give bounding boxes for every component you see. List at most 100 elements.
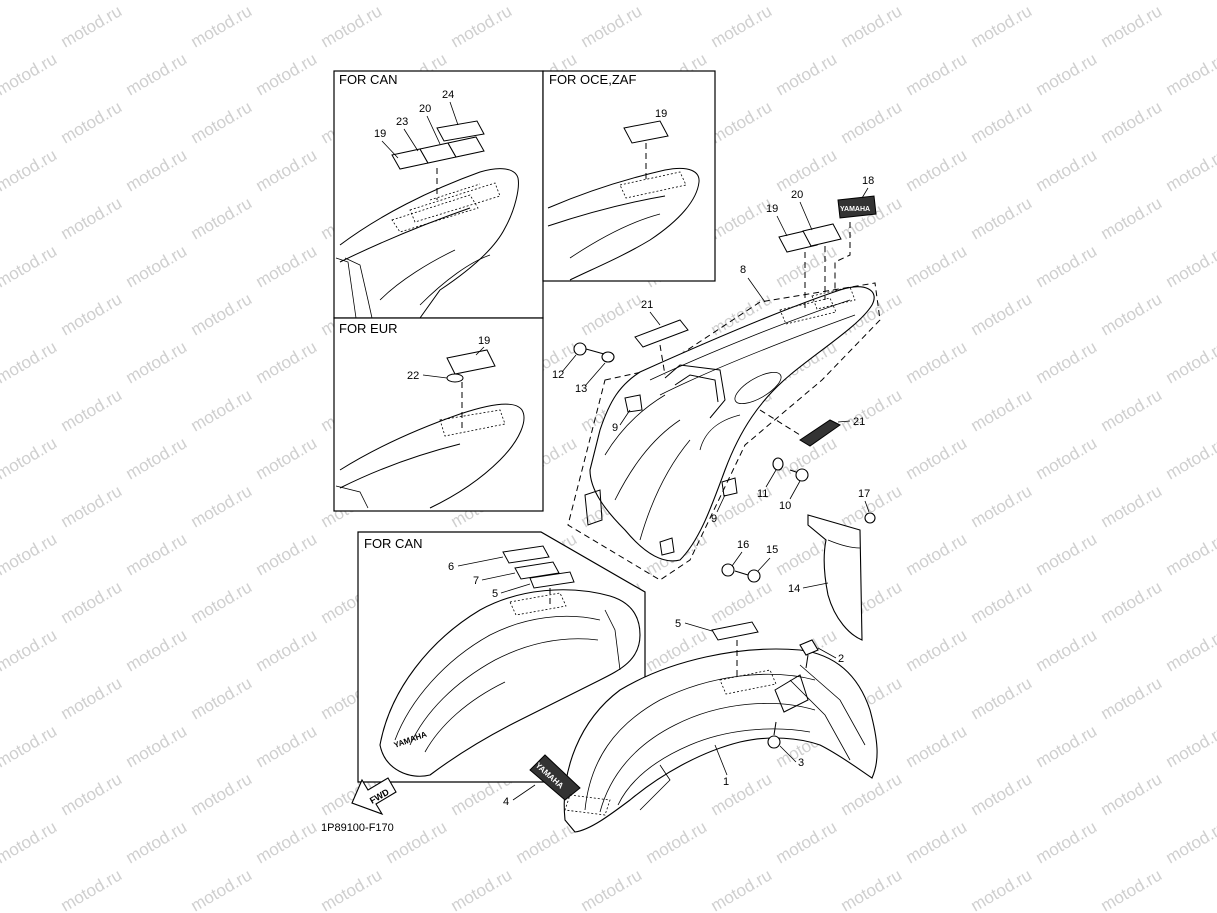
callout-7: 7: [473, 575, 479, 587]
watermark-text: motod.ru: [253, 145, 321, 195]
callout-9-b: 9: [711, 513, 717, 525]
watermark-text: motod.ru: [708, 97, 776, 147]
watermark-text: motod.ru: [253, 625, 321, 675]
watermark-text: motod.ru: [1033, 49, 1101, 99]
watermark-text: motod.ru: [58, 193, 126, 243]
watermark-text: motod.ru: [773, 241, 841, 291]
watermark-text: motod.ru: [0, 529, 60, 579]
watermark-text: motod.ru: [1163, 721, 1217, 771]
inset-for-oce-zaf: FOR OCE,ZAF 19: [542, 70, 716, 282]
fender-brand-mark: YAMAHA: [840, 206, 870, 213]
callout-1: 1: [723, 776, 729, 788]
watermark-text: motod.ru: [0, 721, 60, 771]
callout-19-d: 19: [766, 203, 778, 215]
inset-title-can-rear: FOR CAN: [339, 72, 398, 87]
watermark-text: motod.ru: [58, 385, 126, 435]
watermark-text: motod.ru: [838, 1, 906, 51]
watermark-text: motod.ru: [1163, 241, 1217, 291]
watermark-text: motod.ru: [903, 721, 971, 771]
watermark-text: motod.ru: [708, 865, 776, 913]
watermark-text: motod.ru: [188, 673, 256, 723]
callout-20-a: 20: [419, 103, 431, 115]
watermark-text: motod.ru: [1033, 0, 1101, 3]
watermark-text: motod.ru: [123, 241, 191, 291]
watermark-text: motod.ru: [708, 193, 776, 243]
watermark-text: motod.ru: [1163, 337, 1217, 387]
callout-21-b: 21: [853, 416, 865, 428]
watermark-text: motod.ru: [0, 145, 60, 195]
inset-title-can-front: FOR CAN: [364, 536, 423, 551]
watermark-text: motod.ru: [58, 97, 126, 147]
watermark-text: motod.ru: [1098, 769, 1166, 819]
watermark-text: motod.ru: [968, 769, 1036, 819]
watermark-text: motod.ru: [643, 0, 711, 3]
callout-19-b: 19: [655, 108, 667, 120]
watermark-text: motod.ru: [968, 289, 1036, 339]
watermark-text: motod.ru: [1098, 673, 1166, 723]
watermark-text: motod.ru: [253, 49, 321, 99]
watermark-text: motod.ru: [58, 865, 126, 913]
watermark-text: motod.ru: [188, 385, 256, 435]
watermark-text: motod.ru: [578, 289, 646, 339]
watermark-text: motod.ru: [1033, 337, 1101, 387]
watermark-text: motod.ru: [838, 481, 906, 531]
watermark-text: motod.ru: [188, 865, 256, 913]
watermark-text: motod.ru: [1033, 529, 1101, 579]
callout-18: 18: [862, 175, 874, 187]
callout-19-a: 19: [374, 128, 386, 140]
watermark-text: motod.ru: [188, 1, 256, 51]
watermark-text: motod.ru: [123, 625, 191, 675]
watermark-text: motod.ru: [123, 433, 191, 483]
inset-for-can-rear: FOR CAN 19 23 20 24: [333, 70, 544, 319]
watermark-text: motod.ru: [773, 145, 841, 195]
watermark-text: motod.ru: [903, 145, 971, 195]
inset-for-can-front: FOR CAN YAMAHA 6 7 5: [357, 531, 646, 783]
watermark-text: motod.ru: [58, 673, 126, 723]
watermark-text: motod.ru: [773, 0, 841, 3]
watermark-text: motod.ru: [0, 625, 60, 675]
watermark-text: motod.ru: [1163, 49, 1217, 99]
watermark-text: motod.ru: [1163, 145, 1217, 195]
inset-for-eur: FOR EUR 19 22: [333, 317, 544, 512]
watermark-text: motod.ru: [0, 433, 60, 483]
watermark-text: motod.ru: [58, 1, 126, 51]
watermark-text: motod.ru: [318, 865, 386, 913]
watermark-text: motod.ru: [1098, 193, 1166, 243]
watermark-text: motod.ru: [0, 817, 60, 867]
watermark-text: motod.ru: [708, 1, 776, 51]
watermark-text: motod.ru: [188, 97, 256, 147]
callout-23: 23: [396, 116, 408, 128]
watermark-text: motod.ru: [1098, 1, 1166, 51]
watermark-text: motod.ru: [253, 433, 321, 483]
watermark-text: motod.ru: [708, 577, 776, 627]
watermark-text: motod.ru: [188, 289, 256, 339]
callout-16: 16: [737, 539, 749, 551]
watermark-text: motod.ru: [968, 1, 1036, 51]
watermark-text: motod.ru: [903, 0, 971, 3]
callout-8: 8: [740, 264, 746, 276]
callout-20-b: 20: [791, 189, 803, 201]
watermark-text: motod.ru: [123, 49, 191, 99]
watermark-text: motod.ru: [123, 721, 191, 771]
callout-15: 15: [766, 544, 778, 556]
watermark-text: motod.ru: [578, 865, 646, 913]
watermark-text: motod.ru: [968, 385, 1036, 435]
watermark-text: motod.ru: [1098, 289, 1166, 339]
watermark-text: motod.ru: [58, 481, 126, 531]
rear-fender-assembly: 21 21 YAMAHA 19 20 18 8 12 13 9 9: [552, 175, 881, 583]
watermark-text: motod.ru: [58, 769, 126, 819]
mud-flap-group: 17 14: [788, 488, 876, 641]
watermark-text: motod.ru: [1033, 433, 1101, 483]
watermark-text: motod.ru: [188, 577, 256, 627]
watermark-text: motod.ru: [968, 865, 1036, 913]
watermark-text: motod.ru: [123, 0, 191, 3]
watermark-text: motod.ru: [903, 49, 971, 99]
callout-5-b: 5: [675, 618, 681, 630]
watermark-text: motod.ru: [123, 817, 191, 867]
watermark-text: motod.ru: [513, 0, 581, 3]
front-fender-assembly: YAMAHA 5 2 3 1 4: [503, 618, 878, 833]
watermark-text: motod.ru: [773, 49, 841, 99]
watermark-text: motod.ru: [1098, 865, 1166, 913]
watermark-text: motod.ru: [643, 817, 711, 867]
